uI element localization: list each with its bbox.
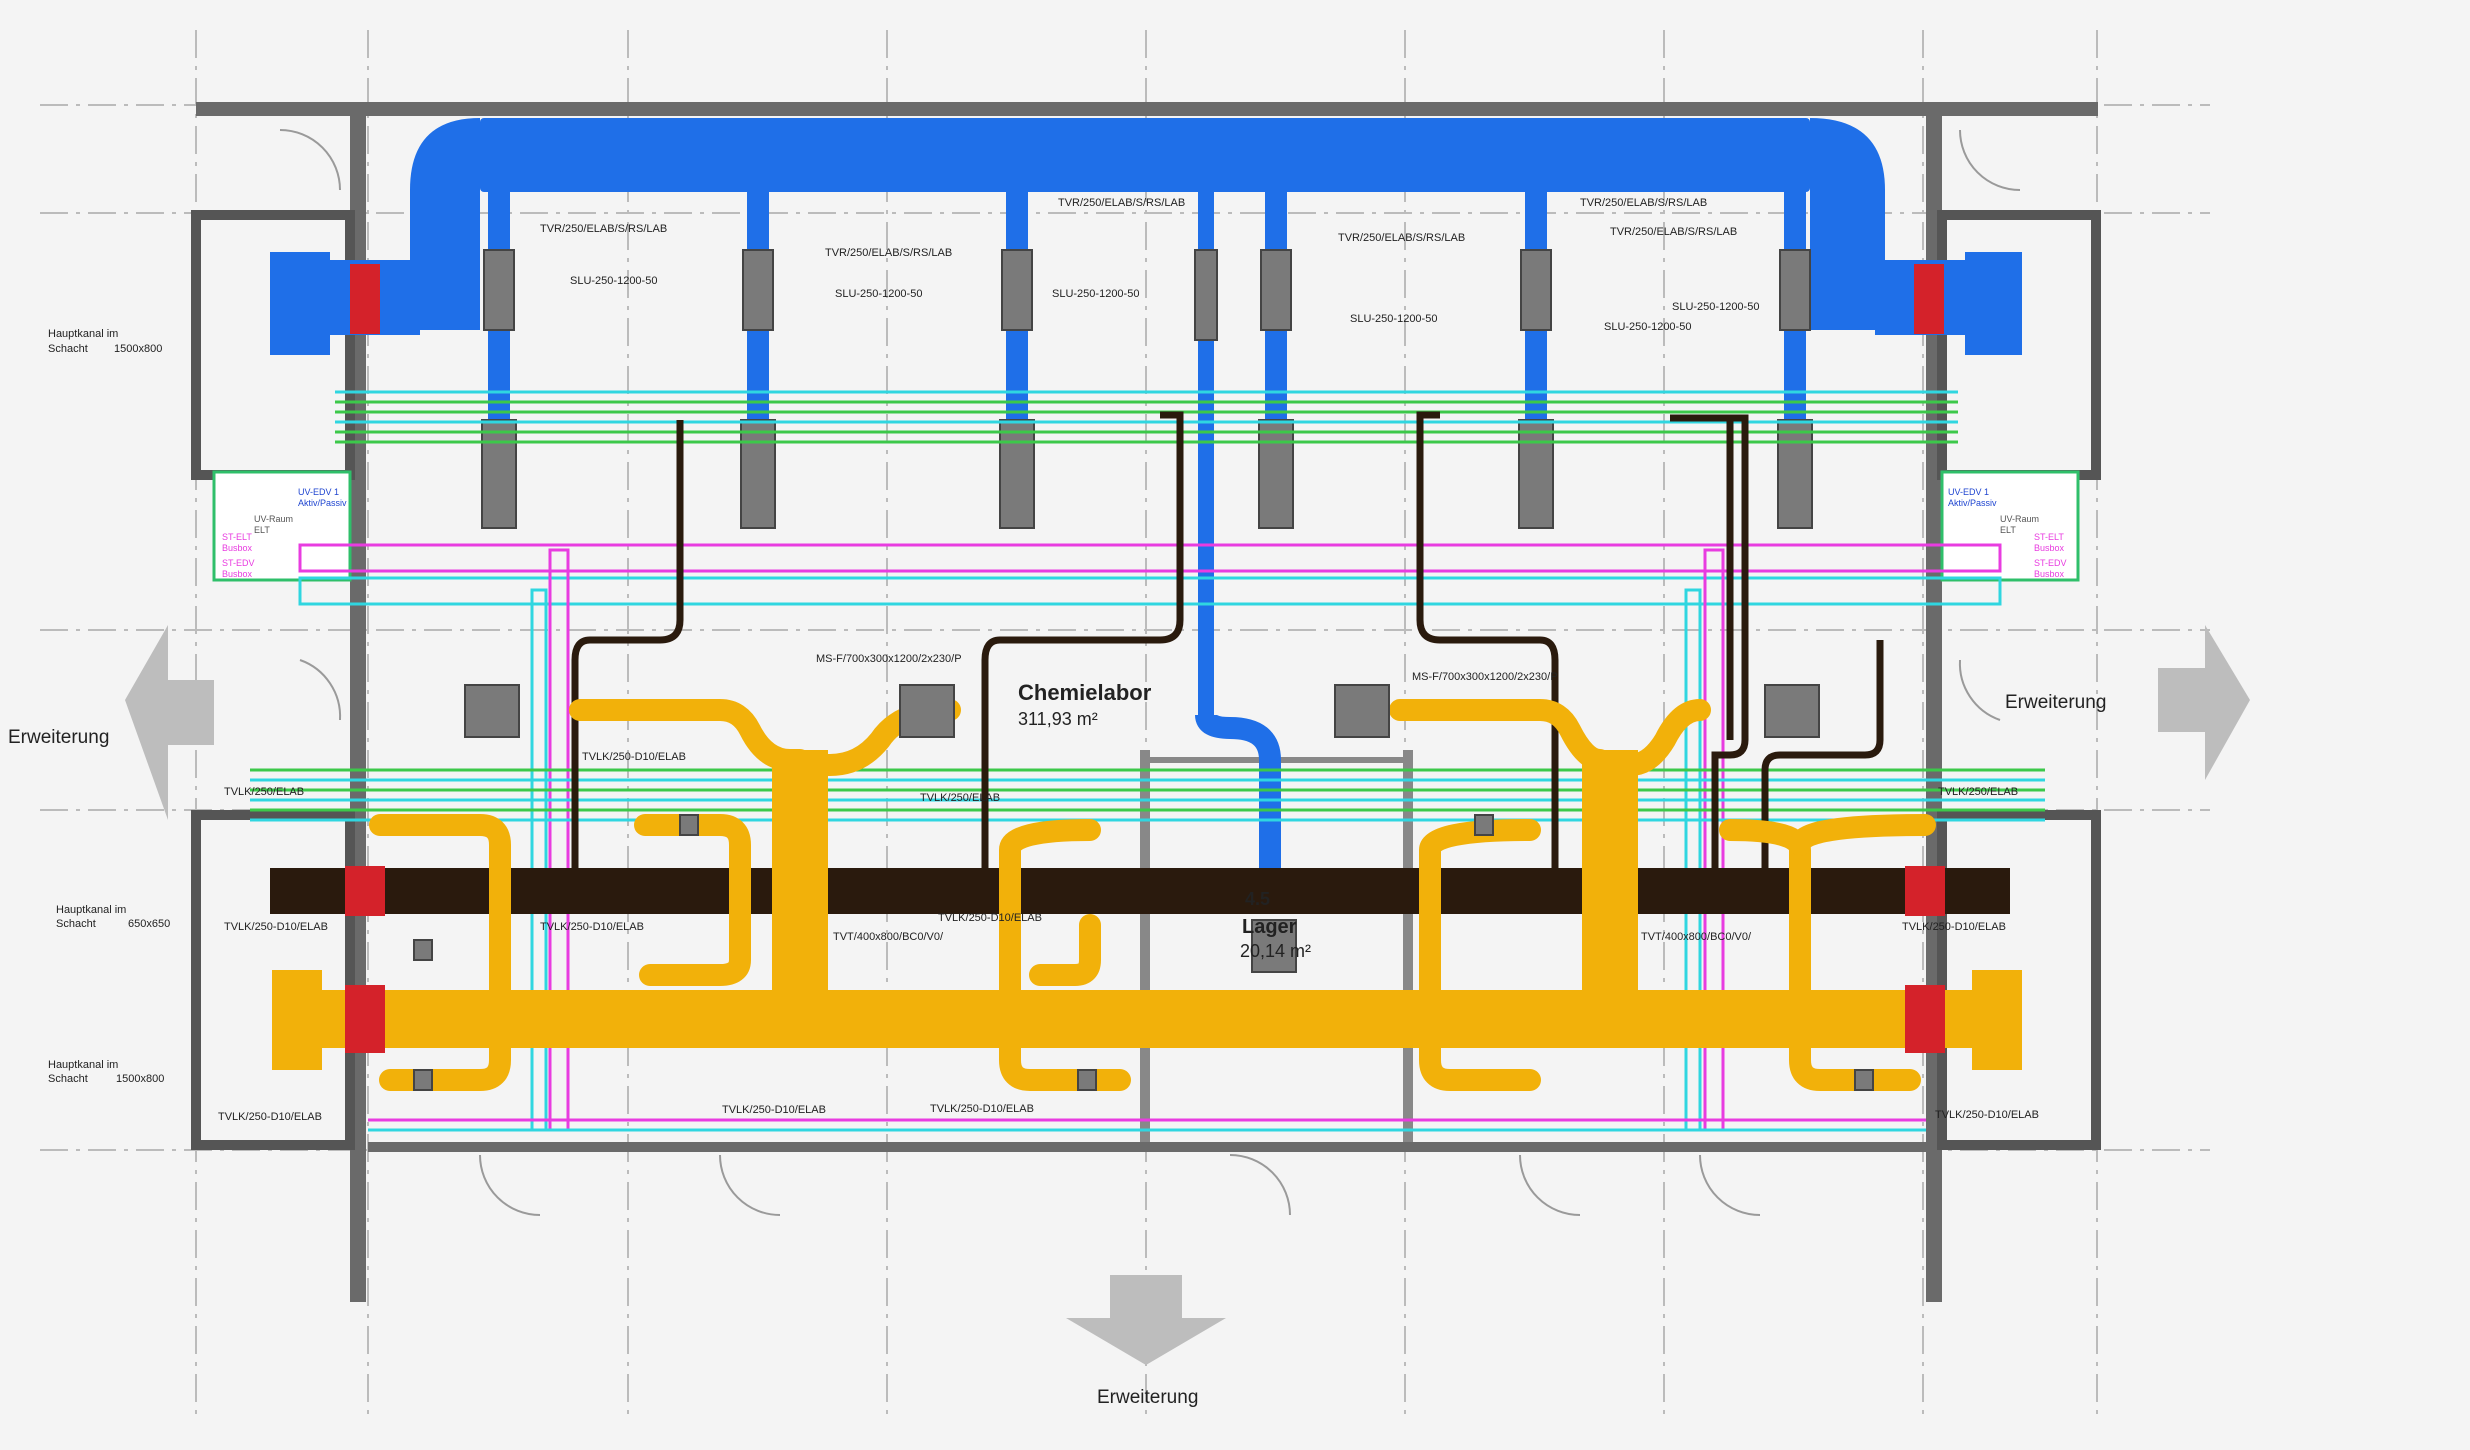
- uv-edv-label-left: UV-EDV 1: [298, 487, 339, 497]
- tvlk-d10-label-3: TVLK/250-D10/ELAB: [540, 921, 644, 933]
- shaft-mid-left-line2: Schacht: [56, 918, 96, 930]
- supply-duct-network: [270, 118, 2022, 880]
- room-name-lager: Lager: [1242, 916, 1297, 938]
- door-swings: [279, 129, 2021, 1216]
- slu-label-5: SLU-250-1200-50: [1672, 301, 1759, 313]
- slu-label-3: SLU-250-1200-50: [1052, 288, 1139, 300]
- tvlk-d10-label-8: TVLK/250-D10/ELAB: [930, 1103, 1034, 1115]
- tvt-label-right: TVT/400x800/BC0/V0/: [1641, 931, 1752, 943]
- uv-edv-label-right: UV-EDV 1: [1948, 487, 1989, 497]
- tvlk-d10-label-4: TVLK/250-D10/ELAB: [938, 912, 1042, 924]
- tvr-label-6: TVR/250/ELAB/S/RS/LAB: [1610, 226, 1737, 238]
- expansion-label-left: Erweiterung: [8, 727, 109, 748]
- pipe-bundle-upper: [335, 390, 1958, 444]
- tvlk-d10-label-7: TVLK/250-D10/ELAB: [722, 1104, 826, 1116]
- expansion-arrow-right: [2158, 625, 2250, 780]
- room-number-lager: 4.5: [1245, 889, 1270, 909]
- expansion-label-right: Erweiterung: [2005, 692, 2106, 713]
- slu-label-2: SLU-250-1200-50: [835, 288, 922, 300]
- tvlk-d10-label-6: TVLK/250-D10/ELAB: [218, 1111, 322, 1123]
- ms-label-right: MS-F/700x300x1200/2x230/P: [1412, 671, 1558, 683]
- tvr-label-5: TVR/250/ELAB/S/RS/LAB: [1580, 197, 1707, 209]
- shaft-bottom-left-line1: Hauptkanal im: [48, 1059, 118, 1071]
- st-edv-label-right: ST-EDV: [2034, 558, 2067, 568]
- st-elt-label-right: ST-ELT: [2034, 532, 2064, 542]
- shaft-top-left-size: 1500x800: [114, 343, 162, 355]
- uv-raum-label-left: UV-Raum: [254, 514, 293, 524]
- room-area-chemielabor: 311,93 m²: [1018, 709, 1098, 729]
- room-area-lager: 20,14 m²: [1240, 941, 1311, 961]
- slu-label-1: SLU-250-1200-50: [570, 275, 657, 287]
- aktiv-passiv-label-right: Aktiv/Passiv: [1948, 498, 1997, 508]
- ms-label-left: MS-F/700x300x1200/2x230/P: [816, 653, 962, 665]
- shaft-mid-left-line1: Hauptkanal im: [56, 904, 126, 916]
- shaft-top-left-line1: Hauptkanal im: [48, 328, 118, 340]
- tvlk-d10-label-5: TVLK/250-D10/ELAB: [1902, 921, 2006, 933]
- expansion-arrow-left: [125, 625, 214, 820]
- tvt-label-left: TVT/400x800/BC0/V0/: [833, 931, 944, 943]
- electrical-labels: UV-EDV 1 Aktiv/Passiv UV-Raum ELT ST-ELT…: [222, 487, 2067, 579]
- main-exhaust-duct: [270, 411, 2010, 916]
- tvlk-label-2: TVLK/250/ELAB: [920, 792, 1000, 804]
- tvlk-label-3: TVLK/250/ELAB: [1938, 786, 2018, 798]
- busbox-label-left-2: Busbox: [222, 569, 253, 579]
- tvr-label-3: TVR/250/ELAB/S/RS/LAB: [1058, 197, 1185, 209]
- cable-trays: [298, 543, 2002, 1132]
- tvr-label-4: TVR/250/ELAB/S/RS/LAB: [1338, 232, 1465, 244]
- supply-unit-labels: TVR/250/ELAB/S/RS/LAB SLU-250-1200-50 TV…: [540, 197, 1759, 333]
- busbox-label-right-2: Busbox: [2034, 569, 2065, 579]
- room-name-chemielabor: Chemielabor: [1018, 680, 1152, 705]
- expansion-arrows: [125, 625, 2250, 1365]
- tvr-label-2: TVR/250/ELAB/S/RS/LAB: [825, 247, 952, 259]
- expansion-label-bottom: Erweiterung: [1097, 1387, 1198, 1408]
- tvr-label-1: TVR/250/ELAB/S/RS/LAB: [540, 223, 667, 235]
- shaft-mid-left-size: 650x650: [128, 918, 170, 930]
- tvlk-d10-label-9: TVLK/250-D10/ELAB: [1935, 1109, 2039, 1121]
- busbox-label-right-1: Busbox: [2034, 543, 2065, 553]
- slu-label-6: SLU-250-1200-50: [1604, 321, 1691, 333]
- shaft-labels: Hauptkanal im Schacht 1500x800 Hauptkana…: [48, 328, 170, 1085]
- shaft-bottom-left-size: 1500x800: [116, 1073, 164, 1085]
- fume-unit-labels: MS-F/700x300x1200/2x230/P MS-F/700x300x1…: [218, 653, 2039, 1123]
- tvlk-d10-label-1: TVLK/250-D10/ELAB: [582, 751, 686, 763]
- tvlk-d10-label-2: TVLK/250-D10/ELAB: [224, 921, 328, 933]
- uv-raum-label-right: UV-Raum: [2000, 514, 2039, 524]
- aktiv-passiv-label-left: Aktiv/Passiv: [298, 498, 347, 508]
- busbox-label-left-1: Busbox: [222, 543, 253, 553]
- slu-label-4: SLU-250-1200-50: [1350, 313, 1437, 325]
- shaft-bottom-left-line2: Schacht: [48, 1073, 88, 1085]
- exhaust-duct-network: [272, 684, 2022, 1091]
- tvlk-label-1: TVLK/250/ELAB: [224, 786, 304, 798]
- st-elt-label-left: ST-ELT: [222, 532, 252, 542]
- expansion-arrow-bottom: [1066, 1275, 1226, 1365]
- elt-label-left: ELT: [254, 525, 270, 535]
- elt-label-right: ELT: [2000, 525, 2016, 535]
- shaft-top-left-line2: Schacht: [48, 343, 88, 355]
- st-edv-label-left: ST-EDV: [222, 558, 255, 568]
